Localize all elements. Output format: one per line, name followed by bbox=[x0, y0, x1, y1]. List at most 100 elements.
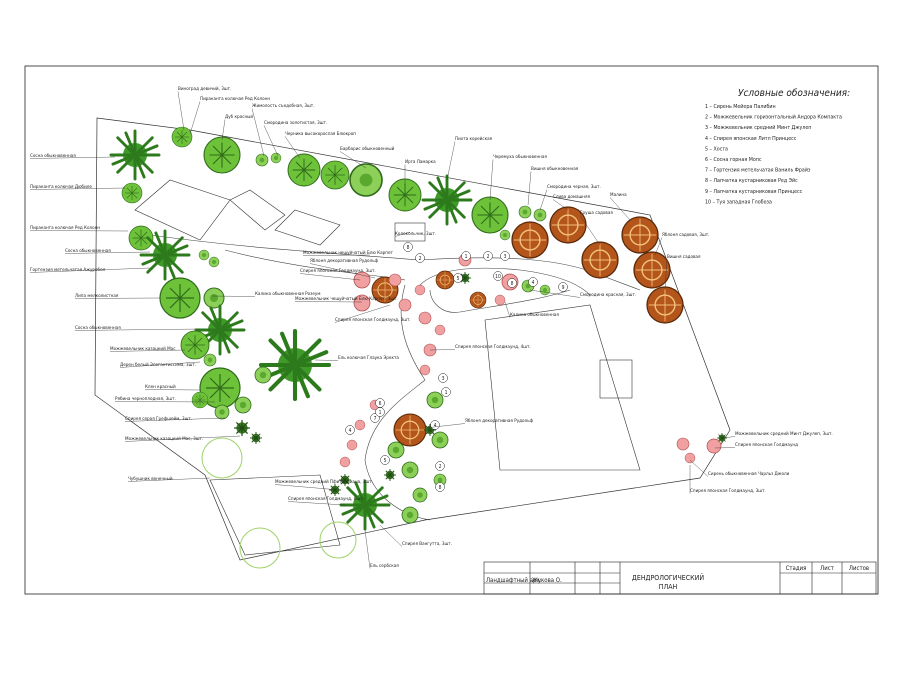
planting-circle bbox=[239, 527, 281, 569]
plant-label: Пираканта колючая Дюбиле bbox=[30, 183, 92, 190]
shrub-pink-symbol bbox=[676, 437, 690, 451]
shrub-small-symbol bbox=[255, 367, 271, 383]
tree-fruit-symbol bbox=[393, 413, 427, 447]
plant-number-marker bbox=[507, 278, 517, 288]
tree-round-symbol bbox=[191, 391, 209, 409]
plant-label: Малина bbox=[610, 192, 627, 198]
plant-number-marker bbox=[435, 461, 445, 471]
plant-number-label: 1 bbox=[465, 254, 468, 260]
plant-label: Колокольчик, 3шт. bbox=[395, 231, 436, 237]
leader-line bbox=[74, 297, 161, 299]
leader-line bbox=[29, 230, 129, 232]
leader-line bbox=[221, 119, 226, 141]
legend-item: 4 – Спирея японская Литл Принцесс bbox=[705, 136, 797, 142]
legend-item: 8 – Лапчатка кустарниковая Ред Эйс bbox=[705, 177, 798, 184]
plant-label: Гортензия метельчатая Ажуробол bbox=[30, 266, 106, 273]
plant-number-label: 1 bbox=[445, 390, 448, 396]
plant-label: Можжевельник средний Пфитцериана, 3шт. bbox=[275, 478, 373, 485]
stamp-role: Ландшафтный арх. bbox=[486, 577, 542, 584]
plant-number-label: 4 bbox=[532, 280, 535, 286]
plant-label: Пихта корейская bbox=[455, 135, 493, 142]
shrub-small-symbol bbox=[199, 250, 209, 260]
plant-number-marker bbox=[438, 373, 448, 383]
tree-fruit-symbol bbox=[511, 221, 549, 259]
shed-2 bbox=[229, 189, 286, 231]
plant-number-marker bbox=[403, 242, 413, 252]
shrub-pink-symbol bbox=[434, 324, 446, 336]
tree-pine-symbol bbox=[421, 174, 473, 226]
plant-number-marker bbox=[493, 271, 503, 281]
leader-line bbox=[504, 301, 511, 318]
sheet-frame bbox=[24, 65, 879, 595]
shrub-pink-symbol bbox=[414, 284, 426, 296]
leader-line bbox=[109, 349, 186, 352]
leader-line bbox=[251, 108, 265, 157]
plant-label: Смородина золотистая, 3шт. bbox=[264, 120, 327, 126]
shrub-small-symbol bbox=[413, 488, 427, 502]
plant-number-label: 5 bbox=[457, 276, 460, 282]
legend-item: 9 – Лапчатка кустарниковая Принцесс bbox=[705, 189, 803, 195]
plant-number-label: 6 bbox=[379, 401, 382, 407]
leader-line bbox=[429, 349, 456, 351]
gate-box bbox=[394, 222, 426, 242]
plant-label: Пираканта колючая Ред Колонн bbox=[200, 96, 270, 102]
plant-label: Спирея японская Голдмаунд, 3шт. bbox=[335, 317, 411, 323]
shrub-pink-symbol bbox=[354, 419, 366, 431]
site-boundary bbox=[94, 117, 731, 561]
title-block bbox=[483, 561, 877, 595]
leader-line bbox=[274, 484, 341, 491]
labels-layer: Виноград девичий, 3шт. Пираканта колючая … bbox=[29, 85, 833, 569]
legend-item: 3 – Можжевельник средний Минт Джулеп bbox=[705, 124, 811, 131]
shrub-small-symbol bbox=[204, 354, 216, 366]
plant-number-marker bbox=[500, 251, 510, 261]
leader-line bbox=[689, 459, 709, 477]
plant-number-marker bbox=[345, 425, 355, 435]
tree-round-symbol bbox=[171, 126, 193, 148]
plant-label: Черника высокорослая Блюкроп bbox=[285, 131, 356, 137]
plant-number-marker bbox=[453, 273, 463, 283]
shrub-pink-symbol bbox=[398, 298, 412, 312]
plant-label: Жимолость съедобная, 3шт. bbox=[252, 102, 315, 109]
legend-item: 5 – Хоста bbox=[705, 146, 728, 152]
plant-label: Рябина черноплодная, 3шт. bbox=[115, 395, 176, 402]
leader-line bbox=[74, 328, 201, 331]
leader-line bbox=[609, 197, 631, 221]
leader-line bbox=[664, 259, 668, 291]
leader-line bbox=[714, 447, 736, 449]
plant-number-label: 2 bbox=[487, 254, 490, 260]
plant-label: Спирея японская Голдмаунд, 3шт. bbox=[690, 488, 766, 494]
plant-label: Виноград девичий, 3шт. bbox=[178, 85, 231, 92]
tree-fruit-symbol bbox=[435, 270, 455, 290]
plant-number-marker bbox=[380, 455, 390, 465]
leader-line bbox=[314, 359, 339, 361]
leader-line bbox=[334, 304, 391, 323]
shrub-pink-symbol bbox=[346, 439, 358, 451]
tree-pine-symbol bbox=[261, 331, 329, 399]
leader-line bbox=[579, 215, 601, 246]
plant-label: Дерен белый Элегантиссима, 3шт. bbox=[120, 361, 196, 368]
leader-line bbox=[29, 156, 116, 159]
plant-label: Спирея японская Голдмаунд, 6шт. bbox=[288, 496, 364, 502]
legend-item: 6 – Сосна горная Мопс bbox=[705, 157, 762, 163]
tree-fruit-symbol bbox=[621, 216, 659, 254]
stamp-col-sheets: Листов bbox=[849, 565, 869, 572]
plant-number-label: 9 bbox=[562, 285, 565, 291]
leader-line bbox=[446, 141, 456, 181]
plant-label: Спирея японская Голдмаунд, 4шт. bbox=[455, 344, 531, 350]
leader-line bbox=[124, 435, 241, 442]
flowerbed-right bbox=[429, 289, 571, 313]
plant-label: Чубушник венечный bbox=[128, 475, 173, 482]
plant-number-label: 8 bbox=[439, 485, 442, 491]
legend-item: 1 – Сирень Мейера Палибин bbox=[705, 103, 776, 110]
plant-label: Смородина черная, 3шт. bbox=[547, 184, 601, 190]
tree-fruit-symbol bbox=[469, 291, 487, 309]
plant-label: Пираканта колючая Ред Колонн bbox=[30, 225, 100, 231]
plant-label: Яблоня декоративная Рудольф bbox=[465, 417, 534, 424]
plant-number-label: 8 bbox=[407, 245, 410, 251]
leader-line bbox=[211, 295, 256, 297]
stamp-col-stage: Стадия bbox=[786, 565, 807, 572]
tree-round-symbol bbox=[471, 196, 509, 234]
leader-line bbox=[379, 524, 403, 547]
tree-fruit-symbol bbox=[633, 251, 671, 289]
